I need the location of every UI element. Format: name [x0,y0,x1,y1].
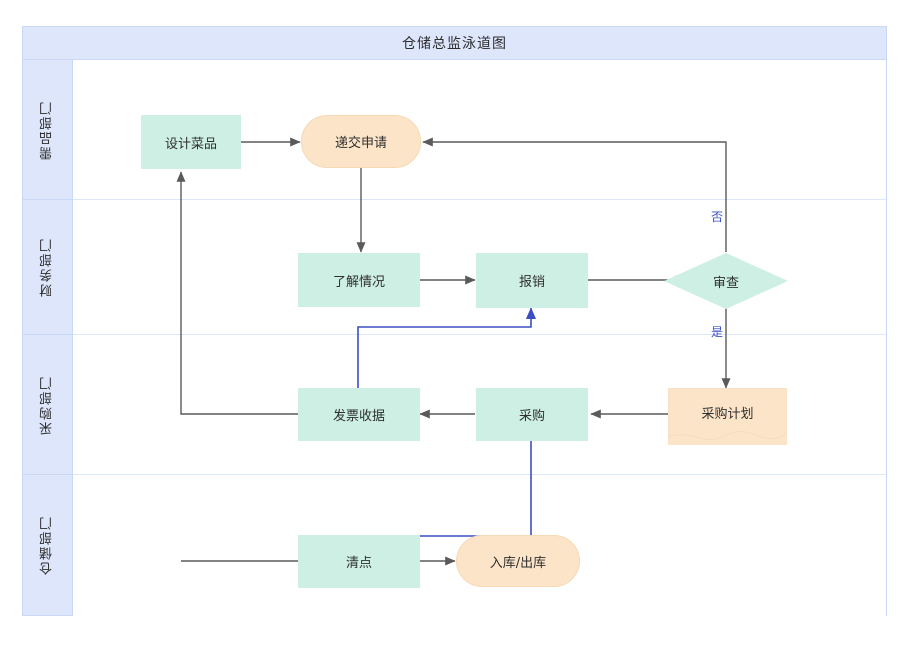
node-in-out-storage[interactable]: 入库/出库 [456,535,580,587]
node-label-invoice-receipt: 发票收据 [332,409,385,424]
document-shape-icon [668,388,787,445]
node-label-count-check: 清点 [345,556,372,571]
lane-header-2[interactable]: 财务部门 [23,200,73,335]
lane-label-3: 采购部门 [40,374,55,435]
edge-label-review-no: 否 [711,210,724,224]
node-invoice-receipt[interactable]: 发票收据 [298,388,420,441]
node-label-in-out-storage: 入库/出库 [489,555,547,571]
node-purchase-plan[interactable]: 采购计划 [668,388,787,445]
swimlane-diagram: 仓储总监泳道图 需品部门 财务部门 采购部门 仓储部门 [22,26,887,616]
lane-header-3[interactable]: 采购部门 [23,335,73,475]
node-label-purchase: 采购 [518,409,545,424]
node-understand-status[interactable]: 了解情况 [298,253,420,307]
node-label-reimburse: 报销 [518,275,545,290]
node-label-review: 审查 [712,275,739,291]
node-label-understand-status: 了解情况 [332,274,385,290]
edge-label-review-yes: 是 [711,325,724,339]
node-label-purchase-plan: 采购计划 [701,407,754,422]
node-reimburse[interactable]: 报销 [476,253,588,308]
page-title: 仓储总监泳道图 [402,36,507,52]
node-label-design-dish: 设计菜品 [164,136,217,152]
lane-label-1: 需品部门 [40,99,55,160]
lane-header-4[interactable]: 仓储部门 [23,475,73,616]
node-review[interactable]: 审查 [664,253,788,309]
diagram-title-bar: 仓储总监泳道图 [23,27,886,60]
node-design-dish[interactable]: 设计菜品 [141,115,241,169]
lane-header-1[interactable]: 需品部门 [23,60,73,200]
lane-label-4: 仓储部门 [40,515,55,575]
lane-label-2: 财务部门 [40,237,55,297]
node-purchase[interactable]: 采购 [476,388,588,441]
node-submit-request[interactable]: 递交申请 [301,115,421,168]
node-label-submit-request: 递交申请 [334,136,387,151]
node-count-check[interactable]: 清点 [298,535,420,588]
